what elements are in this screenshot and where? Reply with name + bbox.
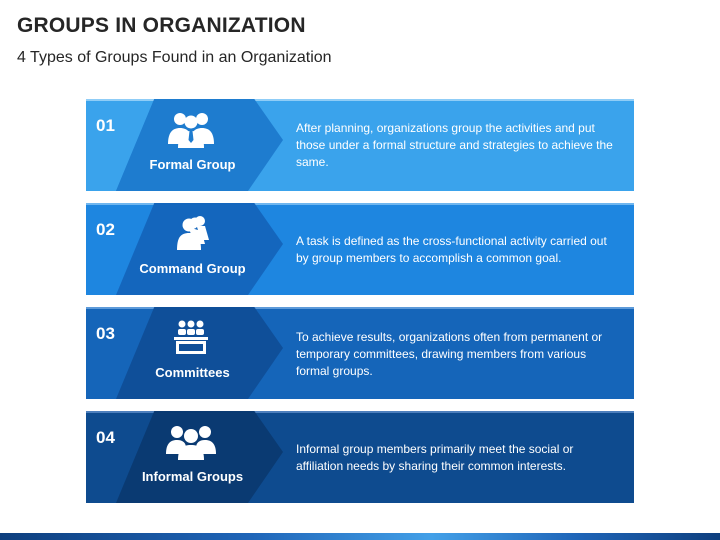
group-description: After planning, organizations group the … bbox=[296, 121, 613, 169]
group-number: 01 bbox=[96, 116, 115, 135]
group-row-formal: 01 Formal Group After planning, organiza… bbox=[86, 99, 634, 191]
group-number: 02 bbox=[96, 220, 115, 239]
group-silhouettes-icon bbox=[164, 214, 218, 252]
group-label: Informal Groups bbox=[141, 469, 244, 484]
people-group-icon bbox=[164, 422, 218, 460]
committee-table-icon bbox=[164, 318, 218, 356]
page-title: GROUPS IN ORGANIZATION bbox=[17, 14, 306, 37]
group-description: Informal group members primarily meet th… bbox=[296, 442, 574, 473]
group-label: Command Group bbox=[139, 261, 246, 276]
group-row-command: 02 Command Group A task is defined as th… bbox=[86, 203, 634, 295]
bottom-accent-bar bbox=[0, 533, 720, 540]
group-number: 03 bbox=[96, 324, 115, 343]
group-row-committees: 03 Committees To achieve results, organi… bbox=[86, 307, 634, 399]
group-row-informal: 04 Informal Groups Informal group member… bbox=[86, 411, 634, 503]
page-subtitle: 4 Types of Groups Found in an Organizati… bbox=[17, 49, 332, 66]
group-number: 04 bbox=[96, 428, 115, 447]
group-description: A task is defined as the cross-functiona… bbox=[296, 234, 607, 265]
row-shape bbox=[86, 99, 634, 191]
group-label: Formal Group bbox=[149, 157, 236, 172]
business-people-icon bbox=[164, 110, 218, 148]
group-label: Committees bbox=[155, 365, 230, 380]
group-description: To achieve results, organizations often … bbox=[296, 330, 603, 378]
